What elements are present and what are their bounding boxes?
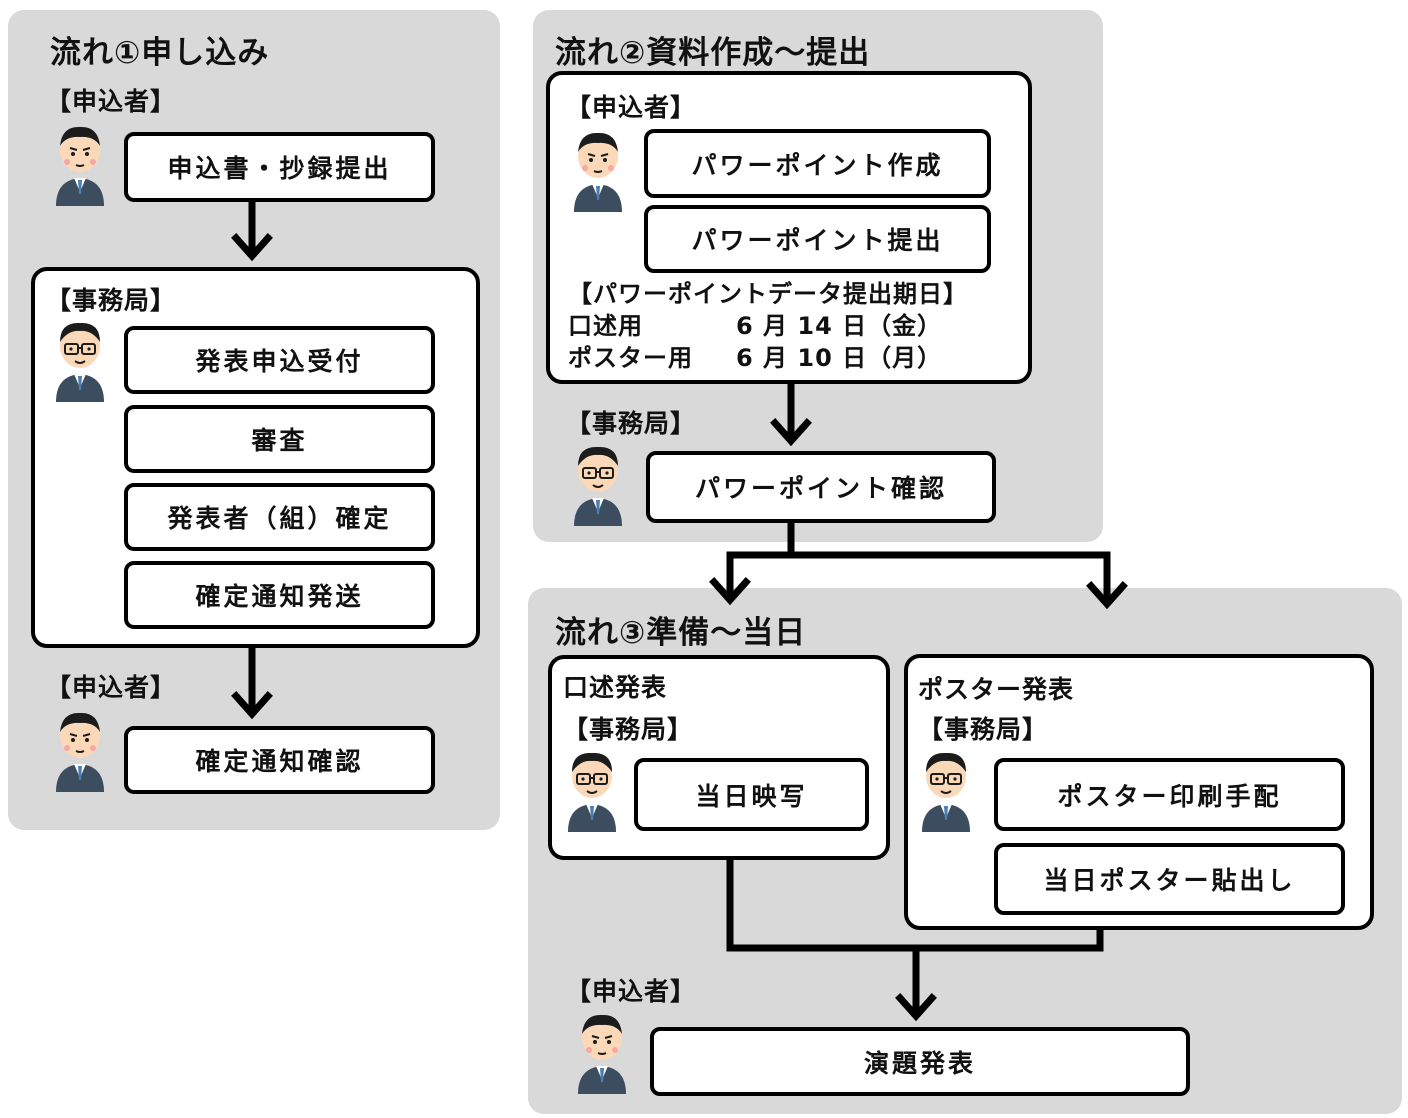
branch-poster (791, 551, 1111, 600)
flow1-title: 流れ①申し込み (50, 35, 270, 71)
poster-heading: ポスター発表 (918, 675, 1075, 704)
flow1-office-label: 【事務局】 (46, 286, 177, 315)
flow3-title: 流れ③準備～当日 (555, 615, 807, 651)
flow2-title: 流れ②資料作成～提出 (555, 35, 871, 71)
confirm-notice-box: 確定通知確認 (124, 726, 435, 794)
office-staff-icon (48, 318, 112, 402)
flow3-applicant-label: 【申込者】 (566, 977, 697, 1006)
flow1-applicant-label: 【申込者】 (46, 87, 177, 116)
deadline-date: 6 月 10 日（月） (736, 344, 943, 372)
flow2-office-label: 【事務局】 (566, 409, 697, 438)
submit-abstract-box: 申込書・抄録提出 (124, 132, 435, 202)
oral-office-label: 【事務局】 (563, 715, 694, 744)
powerpoint-create-box: パワーポイント作成 (644, 129, 991, 198)
office-step-box: 審査 (124, 405, 435, 473)
poster-office-label: 【事務局】 (918, 715, 1049, 744)
poster-print-box: ポスター印刷手配 (994, 758, 1345, 831)
applicant-person-icon (566, 128, 630, 212)
office-step-box: 発表申込受付 (124, 326, 435, 394)
flow2-applicant-label: 【申込者】 (566, 93, 697, 122)
office-step-box: 発表者（組）確定 (124, 483, 435, 551)
office-staff-icon (914, 748, 978, 832)
deadline-title: 【パワーポイントデータ提出期日】 (568, 280, 968, 308)
branch-oral (726, 522, 795, 596)
office-step-box: 確定通知発送 (124, 561, 435, 629)
applicant-person-icon (570, 1010, 634, 1094)
flow1-applicant-label-2: 【申込者】 (46, 673, 177, 702)
office-staff-icon (560, 748, 624, 832)
oral-heading: 口述発表 (563, 673, 668, 702)
office-staff-icon (566, 442, 630, 526)
presentation-box: 演題発表 (650, 1027, 1190, 1096)
powerpoint-submit-box: パワーポイント提出 (644, 205, 991, 273)
deadline-block: 【パワーポイントデータ提出期日】 口述用 6 月 14 日（金） ポスター用 6 月… (568, 278, 968, 374)
applicant-person-icon (48, 708, 112, 792)
powerpoint-check-box: パワーポイント確認 (646, 451, 996, 523)
deadline-row: ポスター用 6 月 10 日（月） (568, 342, 968, 374)
applicant-person-icon (48, 122, 112, 206)
deadline-date: 6 月 14 日（金） (736, 312, 943, 340)
same-day-projection-box: 当日映写 (634, 758, 869, 831)
deadline-type: 口述用 (568, 312, 643, 340)
poster-posting-box: 当日ポスター貼出し (994, 843, 1345, 915)
deadline-row: 口述用 6 月 14 日（金） (568, 310, 968, 342)
deadline-type: ポスター用 (568, 344, 693, 372)
